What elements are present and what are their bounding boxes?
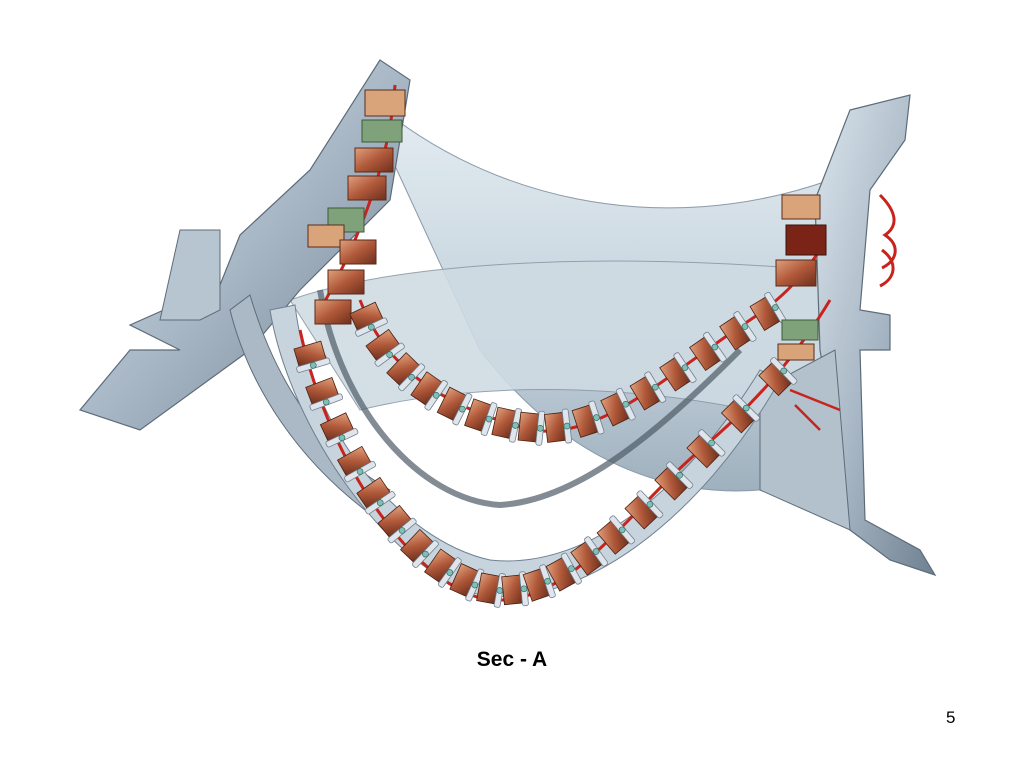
coil-segment (517, 410, 546, 446)
coil-segment (596, 515, 636, 555)
coil-segment (356, 476, 396, 515)
coil-segment (377, 504, 417, 544)
coil-segment (570, 536, 609, 576)
coil-segment (424, 548, 462, 588)
figure-caption: Sec - A (476, 648, 548, 671)
coil-segment (686, 429, 726, 469)
page-number: 5 (946, 708, 956, 727)
coil-segment (522, 564, 556, 602)
coil-segment (689, 331, 727, 372)
coil-segment (464, 398, 498, 436)
coil-segment (386, 352, 426, 392)
coil-segment (410, 371, 448, 411)
coil-segments-inner (349, 291, 787, 446)
coil-segment (600, 387, 636, 427)
coil-segment (349, 301, 388, 337)
coil-segment (545, 552, 582, 592)
coil-chain-right-arm (775, 194, 841, 431)
coil-segments-outer (293, 340, 798, 608)
coil-segment (629, 371, 667, 411)
coil-segment (449, 563, 485, 602)
coil-segment (758, 357, 798, 397)
coil-segment (720, 394, 760, 434)
coil-segment (365, 328, 405, 367)
coil-segment (319, 412, 359, 448)
cutaway-model-illustration (78, 59, 937, 608)
right-housing (759, 94, 937, 577)
coil-segment (305, 376, 344, 411)
coil-segment (436, 386, 473, 426)
coil-segment (749, 291, 787, 332)
coil-segment (293, 340, 331, 373)
coil-segment (491, 406, 523, 443)
coil-segment (571, 400, 605, 438)
coil-segment (624, 490, 664, 530)
coil-segment (654, 461, 694, 501)
coil-chain-left-arm (307, 84, 406, 325)
coil-segment (336, 445, 376, 483)
coil-segment (544, 408, 573, 444)
coil-segment (399, 528, 439, 569)
coil-segment (501, 571, 529, 607)
coil-segment (659, 352, 697, 392)
coil-segment (719, 311, 757, 351)
